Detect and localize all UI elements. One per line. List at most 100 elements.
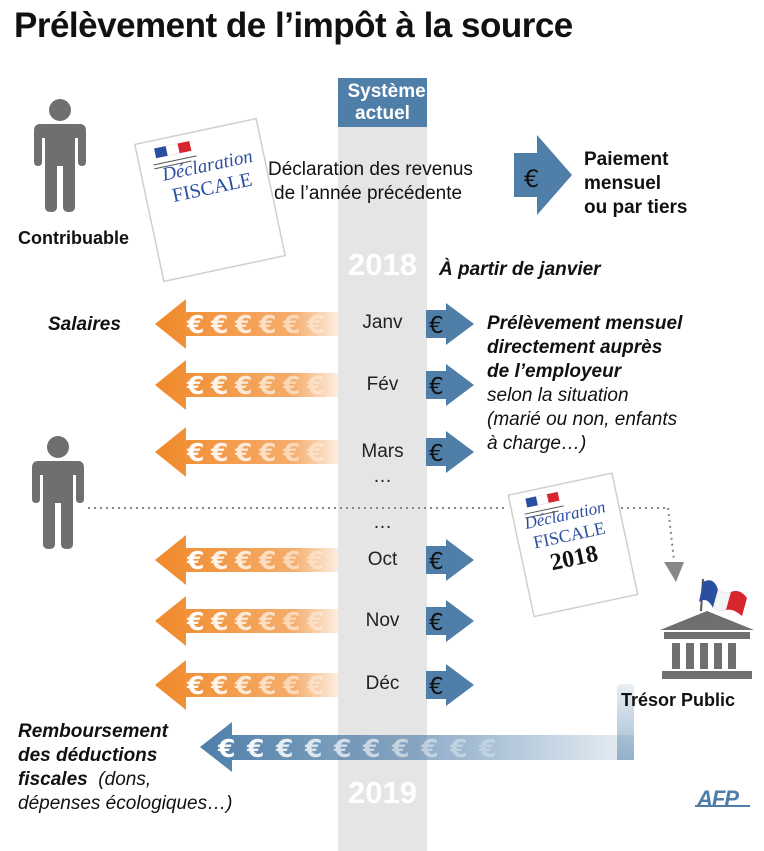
euro-icon: € [429,441,444,467]
euro-icon: € [282,546,300,575]
prelevement-line-5: (marié ou non, enfants [487,409,678,430]
prelevement-line-6: à charge…) [487,433,587,454]
month-label: Nov [365,610,400,631]
euro-icon: € [210,546,228,575]
arrow-icon [426,431,474,473]
month-label: Fév [366,374,399,395]
prelevement-line-2: directement auprès [487,337,663,358]
remboursement-line-2: des déductions [18,745,158,766]
refund-arrow-icon [200,684,634,772]
column-header: Système actuel [338,78,427,127]
remboursement-line-4: dépenses écologiques…) [18,793,233,814]
month-label: Oct [367,549,398,570]
payment-line-1: Paiement [584,149,669,170]
ellipsis: … [373,512,392,533]
euro-icon: € [282,438,300,467]
euro-icon: € [210,607,228,636]
euro-icon: € [186,310,204,339]
person-icon [32,436,84,549]
euro-icon: € [429,313,444,339]
euro-icon: € [234,546,252,575]
salary-arrow-icon [155,660,338,710]
euro-icon: € [429,549,444,575]
euro-icon: € [304,734,322,763]
euro-icon: € [234,607,252,636]
euro-icon: € [282,671,300,700]
euro-icon: € [391,734,409,763]
euro-icon: € [275,734,293,763]
euro-icon: € [306,371,324,400]
euro-icon: € [234,310,252,339]
euro-icon: € [258,310,276,339]
euro-icon: € [186,607,204,636]
euro-icon: € [210,671,228,700]
euro-icon: € [362,734,380,763]
euro-icon: € [186,546,204,575]
euro-icon: € [449,734,467,763]
euro-icon: € [217,734,235,763]
arrow-icon [426,600,474,642]
deduction-arrows [426,303,474,706]
euro-icon: € [258,546,276,575]
salaires-label: Salaires [48,314,121,335]
euro-icon: € [429,374,444,400]
arrow-icon [426,364,474,406]
tax-form-icon [133,117,287,283]
euro-icon: € [258,671,276,700]
prelevement-text: Prélèvement mensuel directement auprès d… [487,312,682,456]
page-title: Prélèvement de l’impôt à la source [14,6,573,45]
euro-icon: € [306,310,324,339]
year-2018: 2018 [348,247,417,282]
salary-arrow-icon [155,299,338,349]
month-label: Déc [365,673,400,694]
euro-icon: € [429,674,444,700]
euro-icon: € [186,438,204,467]
salary-arrow-icon [155,596,338,646]
arrow-icon [426,539,474,581]
euro-icon: € [234,371,252,400]
remboursement-text: Remboursement des déductions fiscales (d… [18,720,232,816]
contribuable-label: Contribuable [18,228,129,248]
euro-icon: € [258,438,276,467]
month-label: Janv [362,312,403,333]
ellipsis: … [373,466,392,487]
euro-icon: € [478,734,496,763]
year-2019: 2019 [348,775,417,810]
salary-arrow-icon [155,427,338,477]
payment-text: Paiement mensuel ou par tiers [584,148,687,220]
euro-icon: € [420,734,438,763]
euro-icon: € [210,310,228,339]
euro-icon: € [306,438,324,467]
declaration-line-2: de l’année précédente [274,183,463,204]
from-january-label: À partir de janvier [439,259,601,280]
declaration-text: Déclaration des revenus de l’année précé… [268,158,518,206]
month-label: Mars [361,441,404,462]
salary-arrows [155,299,338,710]
euro-icon: € [524,165,540,193]
euro-icon: € [306,671,324,700]
column-header-label: Système actuel [347,81,426,124]
afp-logo-text: AFP [697,786,739,811]
remboursement-line-1: Remboursement [18,721,168,742]
euro-icon: € [186,671,204,700]
payment-line-2: mensuel [584,173,662,194]
euro-icon: € [282,607,300,636]
euro-icon: € [333,734,351,763]
euro-icon: € [282,310,300,339]
arrow-icon [426,303,474,345]
euro-icon: € [234,438,252,467]
euro-icon: € [306,546,324,575]
flag-icon [699,578,747,616]
euro-icon: € [186,371,204,400]
declaration-line-1: Déclaration des revenus [268,159,473,180]
prelevement-line-1: Prélèvement mensuel [487,313,683,334]
euro-icon: € [234,671,252,700]
euro-icon: € [306,607,324,636]
salary-arrow-icon [155,535,338,585]
connector-line [88,507,684,582]
remboursement-line-3: fiscales [18,769,88,790]
remboursement-line-3b: (dons, [98,769,152,790]
salary-arrow-icon [155,360,338,410]
bank-icon [660,611,754,679]
